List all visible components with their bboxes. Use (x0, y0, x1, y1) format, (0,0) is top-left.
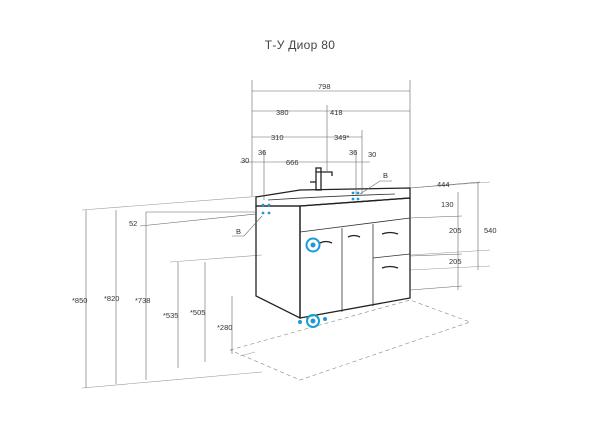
dim-310: 310 (271, 133, 284, 142)
marker-b-right: B (383, 171, 388, 180)
dim-535: *535 (163, 311, 178, 320)
dim-444: 444 (437, 180, 450, 189)
dim-505: *505 (190, 308, 205, 317)
dim-850: *850 (72, 296, 87, 305)
dim-52: 52 (129, 219, 137, 228)
top-dimension-lines (240, 80, 411, 200)
dim-130: 130 (441, 200, 454, 209)
wall-guide-lines (81, 181, 491, 389)
faucet (310, 167, 333, 191)
marker-b-left: B (236, 227, 241, 236)
dim-30-left: 30 (241, 156, 249, 165)
dim-540: 540 (484, 226, 497, 235)
dim-418: 418 (330, 108, 343, 117)
dim-205-top: 205 (449, 226, 462, 235)
dim-349: 349* (334, 133, 350, 142)
dim-36-right: 36 (349, 148, 357, 157)
marker-leaders (232, 180, 392, 237)
dim-666: 666 (286, 158, 299, 167)
dim-738: *738 (135, 296, 150, 305)
dim-30-right: 30 (368, 150, 376, 159)
dim-280: *280 (217, 323, 232, 332)
dim-820: *820 (104, 294, 119, 303)
dim-380: 380 (276, 108, 289, 117)
left-dimension-lines (85, 210, 257, 388)
cabinet (255, 187, 411, 320)
dim-798: 798 (318, 82, 331, 91)
connection-points (261, 191, 360, 328)
dim-36-left: 36 (258, 148, 266, 157)
floor-footprint (229, 299, 471, 381)
dim-205-bottom: 205 (449, 257, 462, 266)
drawing-title: Т-У Диор 80 (264, 38, 336, 52)
right-dimension-lines (409, 181, 481, 291)
